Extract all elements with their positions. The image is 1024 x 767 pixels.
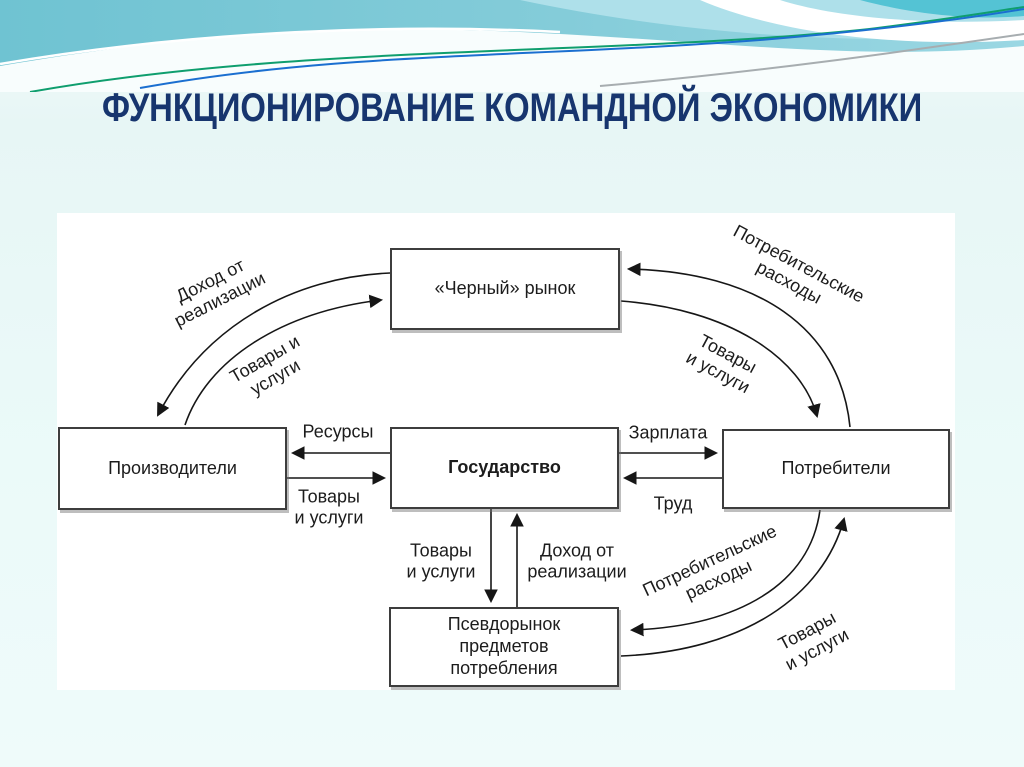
edge-label-goods-mid-left: Товары и услуги [294,486,364,527]
node-pseudo-market: Псевдорынок предметов потребления [389,607,619,687]
diagram-panel: «Черный» рынок Производители Государство… [57,213,955,690]
header-white-line [0,27,561,66]
edge-label-goods-mid-bottom: Товары и услуги [406,540,476,581]
edge-label-labor: Труд [653,493,693,514]
arrow-goods-top-left [184,294,384,426]
diagram-arrows [157,262,851,657]
edge-label-salary: Зарплата [628,422,708,443]
node-consumers: Потребители [722,429,950,509]
arrow-spending-top [626,262,851,428]
node-state: Государство [390,427,619,509]
arrow-goods-top-right [620,300,821,418]
header-wave-decoration [0,0,1024,92]
header-blue-line [139,8,1024,89]
header-bottom-wave [0,29,1024,92]
arrow-spending-bottom [629,509,821,637]
edge-label-income-bottom: Доход от реализации [527,540,627,581]
slide-title: ФУНКЦИОНИРОВАНИЕ КОМАНДНОЙ ЭКОНОМИКИ [102,86,923,130]
arrow-goods-bot-right [620,517,848,657]
header-green-line [29,6,1024,92]
arrow-income-top [157,272,391,417]
node-black-market: «Черный» рынок [390,248,620,330]
node-producers: Производители [58,427,287,510]
edge-label-resources: Ресурсы [302,421,374,442]
header-gray-line [599,33,1024,87]
header-top-swoosh [700,0,1024,43]
